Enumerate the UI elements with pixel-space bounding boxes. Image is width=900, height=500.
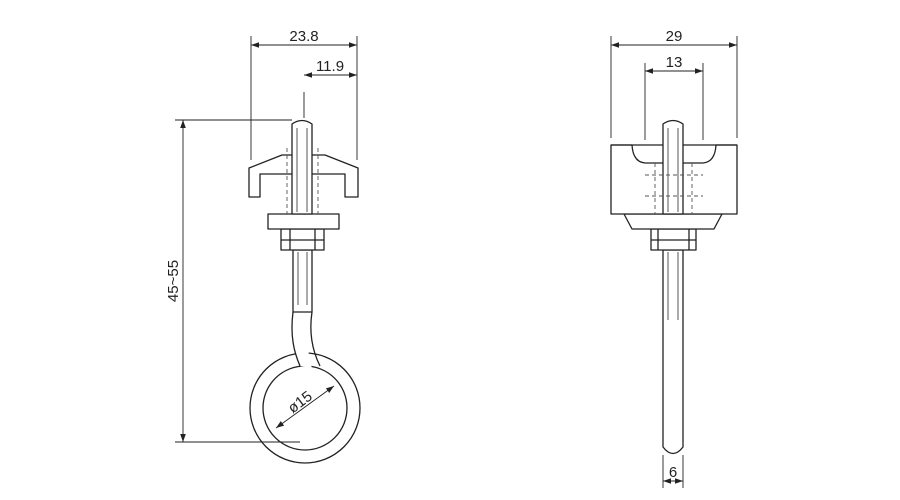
- dim-rod-diameter: 6: [662, 455, 684, 488]
- bolt-top: [662, 119, 684, 215]
- front-view: 29 13 6: [610, 28, 738, 488]
- dim-width-offset: 11.9: [303, 58, 357, 118]
- side-view: 23.8 11.9 45~55 ø15: [165, 28, 361, 464]
- washer: [623, 213, 723, 230]
- dim-label-width-overall: 23.8: [289, 28, 318, 45]
- washer: [267, 213, 340, 230]
- dim-label-width-offset: 11.9: [316, 58, 344, 75]
- dim-label-ring-diameter: ø15: [285, 388, 316, 417]
- rod: [662, 249, 684, 455]
- hidden-bore: [645, 163, 703, 214]
- dim-width-inner: 13: [644, 54, 704, 140]
- dim-label-width-inner: 13: [666, 54, 683, 71]
- dim-label-rod-diameter: 6: [669, 464, 677, 481]
- dim-height: 45~55: [165, 119, 300, 443]
- hex-nut: [280, 228, 325, 251]
- dim-width-overall: 23.8: [250, 28, 358, 160]
- dim-width-overall: 29: [610, 28, 738, 138]
- dim-label-width-overall: 29: [666, 28, 683, 45]
- dim-ring-diameter: ø15: [275, 385, 335, 429]
- hidden-bore: [286, 148, 319, 214]
- hex-nut: [650, 228, 697, 251]
- dim-label-height: 45~55: [165, 260, 182, 302]
- bolt-shank: [292, 249, 313, 313]
- rod-neck: [291, 311, 321, 368]
- bolt-top: [291, 119, 313, 215]
